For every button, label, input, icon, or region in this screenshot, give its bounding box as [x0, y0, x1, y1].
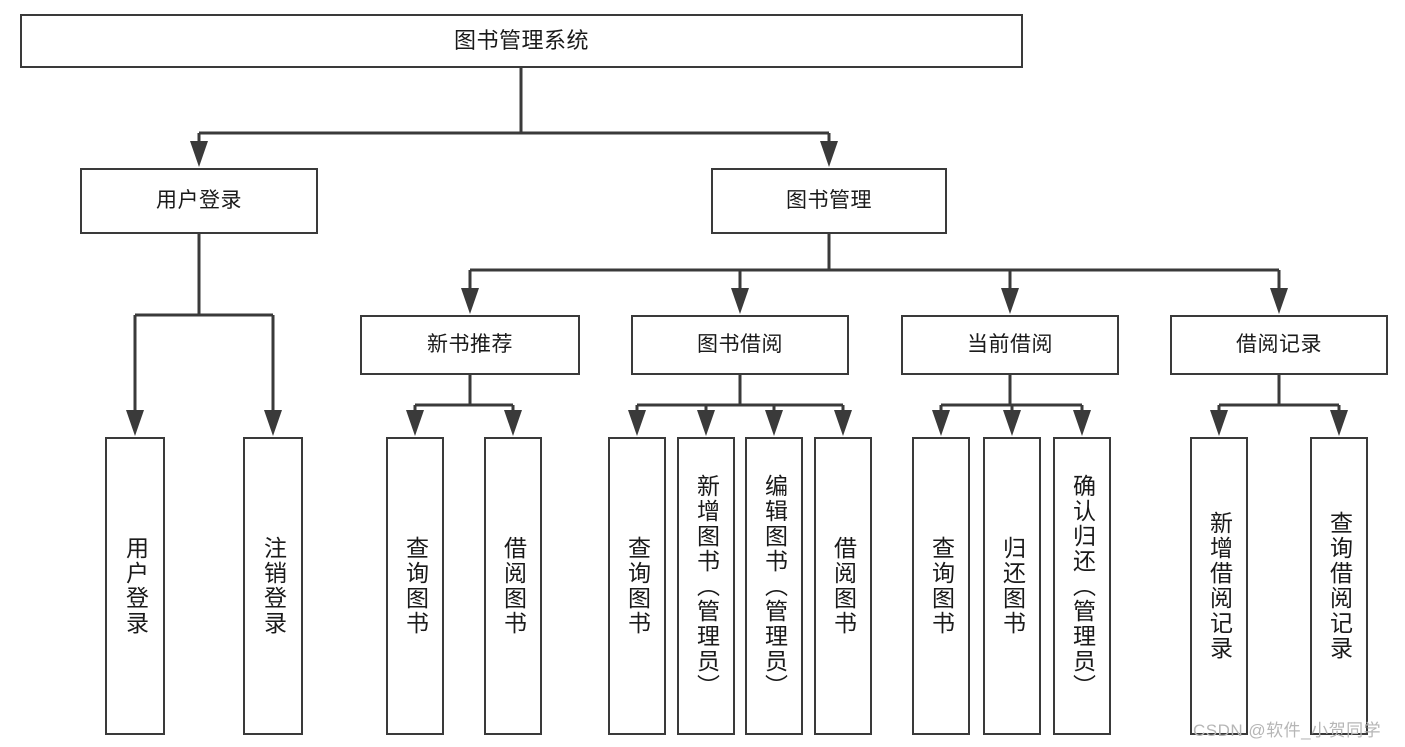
arrow-leaf-1-head: [126, 410, 144, 436]
node-l7[interactable]: 编辑图书（管理员）: [745, 437, 803, 735]
node-n-rec[interactable]: 借阅记录: [1170, 315, 1388, 375]
node-l3[interactable]: 查询图书: [386, 437, 444, 735]
node-label-n-new: 新书推荐: [427, 332, 513, 356]
node-label-l3: 查询图书: [402, 536, 429, 636]
node-label-n-bor: 图书借阅: [697, 332, 783, 356]
node-label-l7: 编辑图书（管理员）: [761, 473, 788, 699]
node-label-n-user: 用户登录: [156, 188, 242, 212]
arrow-leaf-10-head: [1003, 410, 1021, 436]
arrow-leaf-2-head: [264, 410, 282, 436]
node-l12[interactable]: 新增借阅记录: [1190, 437, 1248, 735]
arrow-to-book-borrow-head: [731, 288, 749, 314]
arrow-leaf-13-head: [1330, 410, 1348, 436]
node-l13[interactable]: 查询借阅记录: [1310, 437, 1368, 735]
arrow-leaf-6-head: [697, 410, 715, 436]
arrow-leaf-8-head: [834, 410, 852, 436]
arrow-leaf-7-head: [765, 410, 783, 436]
csdn-watermark: CSDN @软件_小贺同学: [1193, 721, 1382, 740]
node-label-l1: 用户登录: [122, 536, 149, 636]
node-label-n-cur: 当前借阅: [967, 332, 1053, 356]
arrow-to-current-borrow-head: [1001, 288, 1019, 314]
node-label-l12: 新增借阅记录: [1206, 511, 1233, 661]
node-label-l4: 借阅图书: [500, 536, 527, 636]
arrow-leaf-3-head: [406, 410, 424, 436]
node-label-n-rec: 借阅记录: [1236, 332, 1322, 356]
arrow-leaf-12-head: [1210, 410, 1228, 436]
node-l8[interactable]: 借阅图书: [814, 437, 872, 735]
arrow-to-borrow-record-head: [1270, 288, 1288, 314]
arrow-to-new-recommend-head: [461, 288, 479, 314]
arrow-leaf-5-head: [628, 410, 646, 436]
arrow-to-user-login-head: [190, 141, 208, 167]
node-label-l6: 新增图书（管理员）: [693, 473, 720, 699]
node-label-root: 图书管理系统: [453, 28, 589, 54]
node-label-l2: 注销登录: [260, 536, 287, 636]
node-label-l10: 归还图书: [999, 536, 1026, 636]
node-n-book[interactable]: 图书管理: [711, 168, 947, 234]
arrow-leaf-9-head: [932, 410, 950, 436]
node-l2[interactable]: 注销登录: [243, 437, 303, 735]
node-l1[interactable]: 用户登录: [105, 437, 165, 735]
node-n-new[interactable]: 新书推荐: [360, 315, 580, 375]
node-l11[interactable]: 确认归还（管理员）: [1053, 437, 1111, 735]
node-label-l8: 借阅图书: [830, 536, 857, 636]
node-label-n-book: 图书管理: [786, 188, 872, 212]
node-n-bor[interactable]: 图书借阅: [631, 315, 849, 375]
node-root[interactable]: 图书管理系统: [20, 14, 1023, 68]
node-n-cur[interactable]: 当前借阅: [901, 315, 1119, 375]
node-label-l13: 查询借阅记录: [1326, 511, 1353, 661]
node-l5[interactable]: 查询图书: [608, 437, 666, 735]
node-l9[interactable]: 查询图书: [912, 437, 970, 735]
node-l10[interactable]: 归还图书: [983, 437, 1041, 735]
node-label-l5: 查询图书: [624, 536, 651, 636]
node-label-l9: 查询图书: [928, 536, 955, 636]
arrow-leaf-11-head: [1073, 410, 1091, 436]
arrow-leaf-4-head: [504, 410, 522, 436]
node-label-l11: 确认归还（管理员）: [1069, 473, 1096, 699]
node-n-user[interactable]: 用户登录: [80, 168, 318, 234]
node-l4[interactable]: 借阅图书: [484, 437, 542, 735]
node-l6[interactable]: 新增图书（管理员）: [677, 437, 735, 735]
arrow-to-book-manage-head: [820, 141, 838, 167]
